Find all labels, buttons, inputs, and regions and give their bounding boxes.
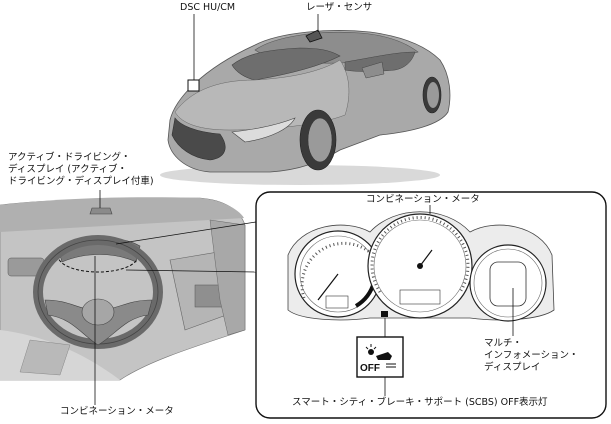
label-ad-disp-line1: アクティブ・ドライビング・ (8, 152, 131, 163)
meter-callout: OFF (255, 191, 607, 419)
label-mid-line2: インフォメーション・ (484, 350, 579, 361)
label-active-driving-display: アクティブ・ドライビング・ ディスプレイ (アクティブ・ ドライビング・ディスプ… (8, 152, 154, 188)
label-laser-sensor: レーザ・センサ (306, 2, 373, 13)
label-mid-line3: ディスプレイ (484, 362, 541, 373)
label-mid-line1: マルチ・ (484, 338, 523, 349)
label-scbs-off-indicator: スマート・シティ・ブレーキ・サポート (SCBS) OFF表示灯 (292, 397, 548, 408)
car-illustration (160, 14, 451, 185)
label-dsc-hu-cm: DSC HU/CM (180, 2, 236, 13)
label-combination-meter-top: コンビネーション・メータ (366, 194, 480, 205)
label-ad-disp-line2: ディスプレイ (アクティブ・ (8, 164, 128, 175)
label-ad-disp-line3: ドライビング・ディスプレイ付車) (8, 176, 154, 187)
laser-sensor-unit (305, 29, 323, 43)
off-icon-text: OFF (360, 363, 380, 374)
label-combination-meter-bottom: コンビネーション・メータ (60, 406, 174, 417)
scbs-off-icon (365, 344, 396, 368)
interior-illustration (0, 190, 257, 405)
dsc-hu-cm-unit (187, 79, 200, 92)
label-multi-information-display: マルチ・ インフォメーション・ ディスプレイ (484, 338, 579, 374)
multi-information-display (489, 261, 527, 307)
